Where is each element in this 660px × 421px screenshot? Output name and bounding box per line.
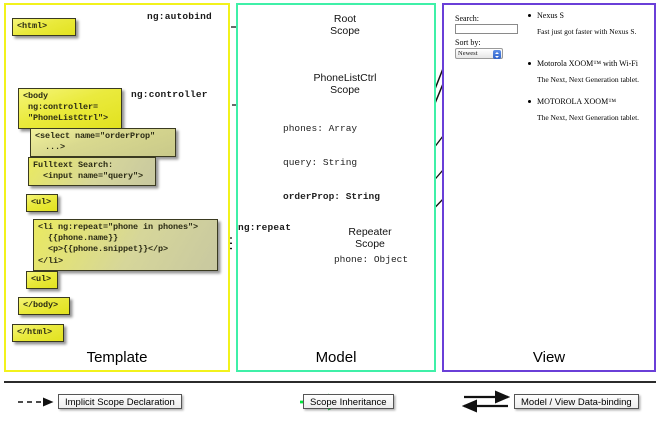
panel-model-label: Model [315,349,357,366]
code-body-close-tag: </body> [18,297,70,316]
bullet-icon [528,14,531,17]
list-item: Nexus S Fast just got faster with Nexus … [528,11,637,36]
legend-divider [4,381,656,383]
label-ng-repeat: ng:repeat [238,222,292,233]
list-item: MOTOROLA XOOM™ The Next, Next Generation… [528,97,640,122]
bullet-icon [528,100,531,103]
code-html-close-tag: </html> [12,324,64,343]
legend-scope-inheritance: Scope Inheritance [303,394,394,409]
panel-view-label: View [532,349,566,366]
phone-name: MOTOROLA XOOM™ [537,97,617,106]
sort-by-label: Sort by: [455,38,481,47]
phone-name: Nexus S [537,11,564,20]
phone-snippet: The Next, Next Generation tablet. [537,113,640,122]
sort-by-value: Newest [458,50,478,57]
list-item: Motorola XOOM™ with Wi-Fi The Next, Next… [528,59,640,84]
sort-by-select[interactable]: Newest [455,48,503,59]
code-ul-close-tag: <ul> [26,271,58,290]
bullet-icon [528,62,531,65]
label-ng-controller: ng:controller [131,89,208,100]
code-li-repeat-tag: <li ng:repeat="phone in phones"> {{phone… [33,219,218,271]
label-ng-autobind: ng:autobind [147,11,212,22]
stepper-icon[interactable] [493,50,501,59]
search-label: Search: [455,14,479,23]
phone-name: Motorola XOOM™ with Wi-Fi [537,59,638,68]
code-ul-open-tag: <ul> [26,194,58,213]
legend-arrow-double [461,390,511,413]
panel-view: View [442,3,656,372]
legend-model-view-data-binding: Model / View Data-binding [514,394,639,409]
phone-snippet: The Next, Next Generation tablet. [537,75,640,84]
panel-template-label: Template [86,349,148,366]
panel-template: Template [4,3,230,372]
code-body-open-tag: <body ng:controller= "PhoneListCtrl"> [18,88,122,129]
code-html-open-tag: <html> [12,18,76,37]
panel-model: Model [236,3,436,372]
code-select-tag: <select name="orderProp" ...> [30,128,176,158]
search-input[interactable] [455,24,518,34]
code-fulltext-search: Fulltext Search: <input name="query"> [28,157,156,187]
legend-implicit-scope-declaration: Implicit Scope Declaration [58,394,182,409]
phone-snippet: Fast just got faster with Nexus S. [537,27,637,36]
